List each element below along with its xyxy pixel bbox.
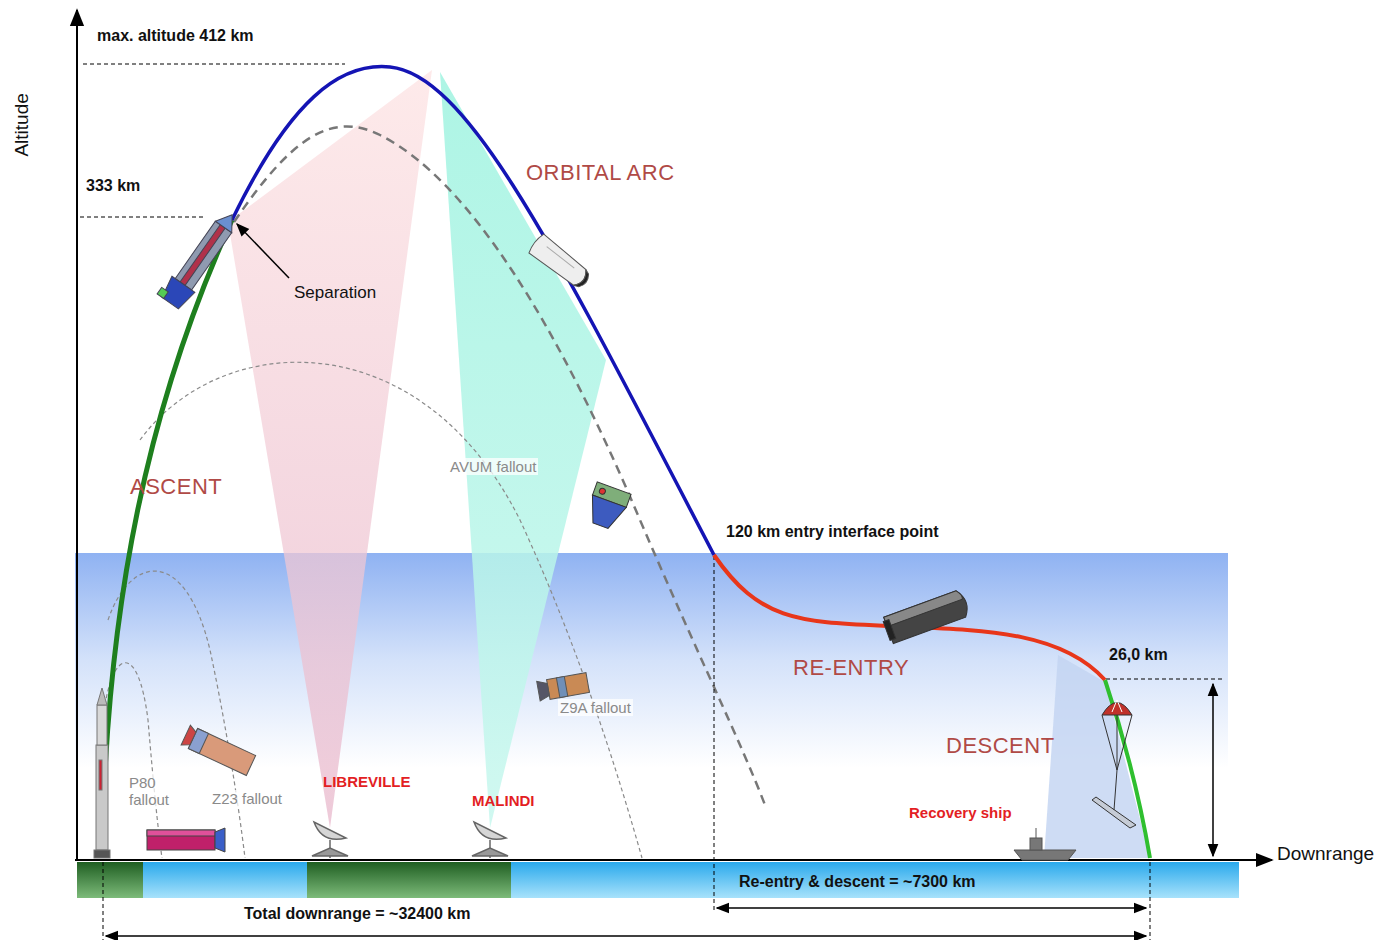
dimension-label: Re-entry & descent = ~7300 km (739, 873, 976, 891)
phase-label: ORBITAL ARC (526, 160, 675, 185)
launcher (94, 688, 110, 858)
dimension-label: Total downrange = ~32400 km (244, 905, 470, 923)
dimension-label: 333 km (86, 177, 140, 195)
fallout-label: AVUM fallout (448, 458, 538, 475)
interface-label: 120 km entry interface point (726, 523, 939, 541)
fallout-label: P80 fallout (127, 774, 187, 809)
phase-label: RE-ENTRY (793, 655, 909, 680)
station-label: MALINDI (472, 792, 535, 809)
fallout-label: Z9A fallout (558, 699, 633, 716)
axis-title: Downrange (1277, 843, 1374, 865)
phase-label: DESCENT (946, 733, 1055, 758)
event-label: Separation (294, 283, 376, 303)
station-label: LIBREVILLE (323, 773, 411, 790)
ship-label: Recovery ship (909, 804, 1012, 821)
fallout-label: Z23 fallout (210, 790, 284, 807)
phase-label: ASCENT (130, 474, 222, 499)
dimension-label: max. altitude 412 km (97, 27, 254, 45)
axis-title: Altitude (11, 93, 33, 156)
dimension-label: 26,0 km (1109, 646, 1168, 664)
